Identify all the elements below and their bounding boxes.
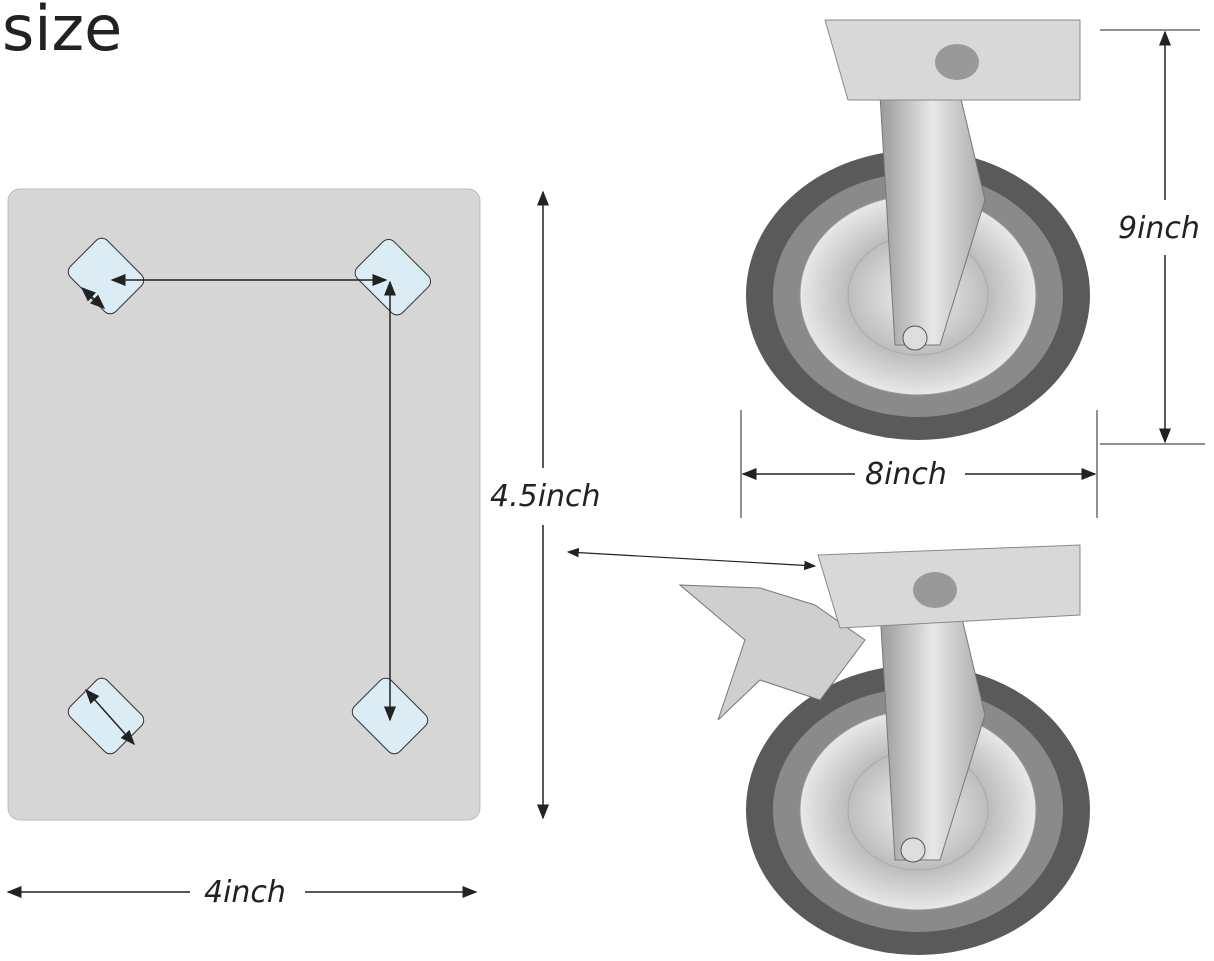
slot-arrow bbox=[85, 688, 135, 746]
plate-height-label: 4.5inch bbox=[490, 479, 601, 514]
link-arrow bbox=[566, 547, 817, 571]
plate-width-label: 4inch bbox=[204, 875, 286, 910]
slot-arrow bbox=[80, 286, 106, 310]
mounting-plate bbox=[7, 188, 481, 821]
wheel-width-label: 8inch bbox=[865, 457, 947, 492]
brake-caster bbox=[678, 544, 1090, 955]
title: size bbox=[2, 0, 123, 65]
total-height-label: 9inch bbox=[1118, 211, 1200, 246]
bolt-pad bbox=[354, 238, 432, 316]
swivel-caster bbox=[746, 19, 1090, 440]
